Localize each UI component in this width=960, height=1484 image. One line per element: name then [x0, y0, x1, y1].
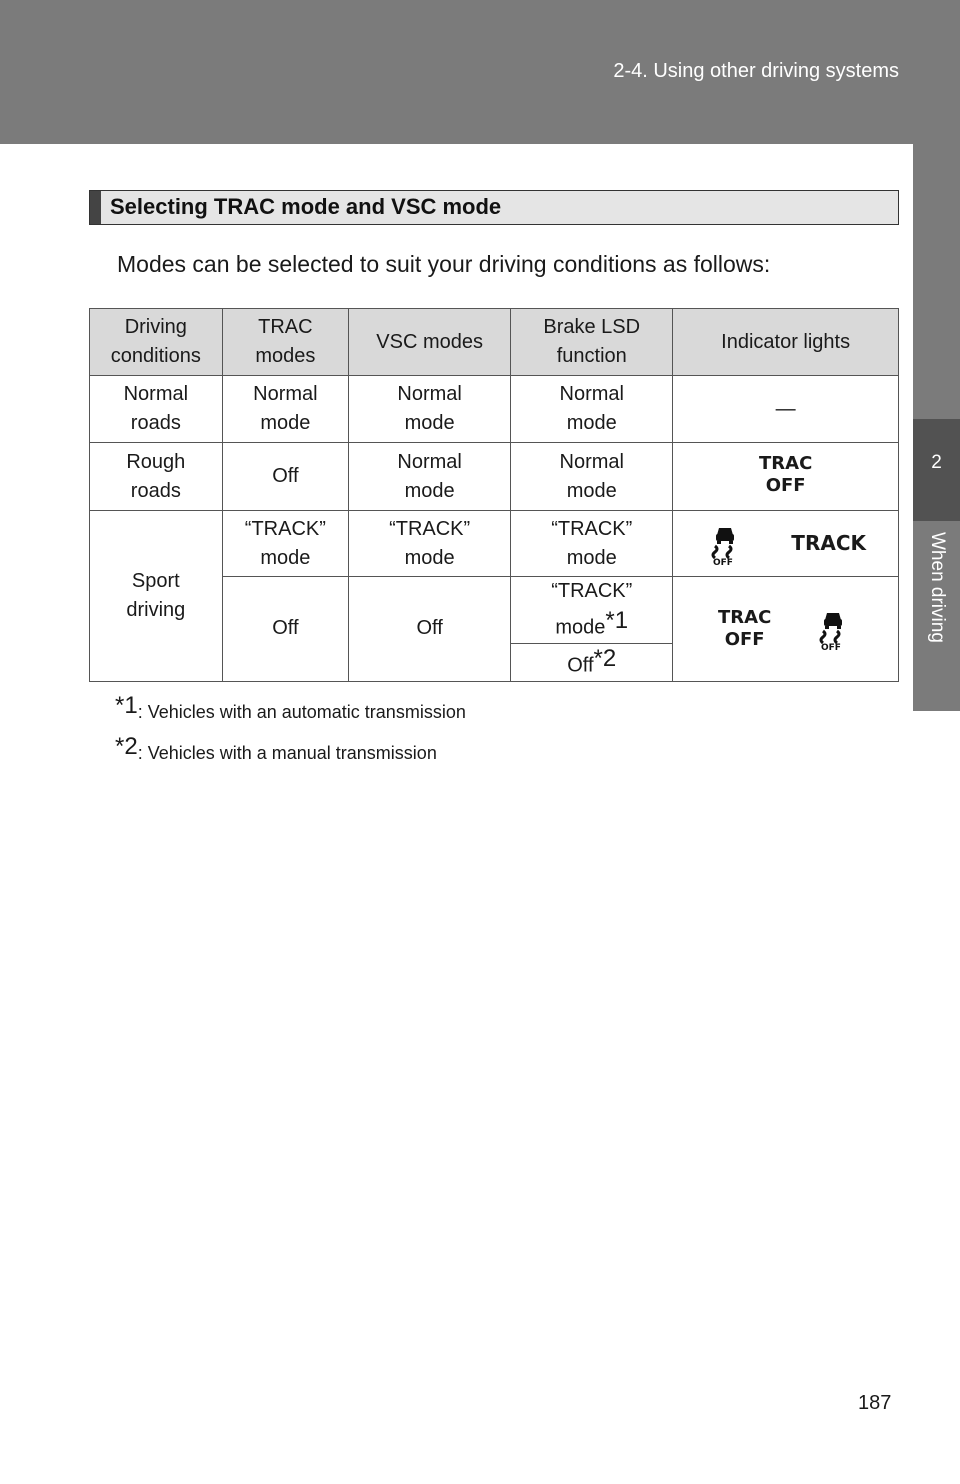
- footnote-text: : Vehicles with a manual transmission: [137, 743, 437, 763]
- vsc-cell: Off: [348, 576, 512, 682]
- section-heading-bar: Selecting TRAC mode and VSC mode: [89, 190, 899, 225]
- condition-cell: Rough roads: [89, 442, 223, 511]
- lsd-cell: Normal mode: [510, 375, 674, 443]
- trac-off-line1: TRAC: [759, 453, 813, 474]
- vsc-cell: “TRACK” mode: [348, 510, 512, 577]
- header-cell: TRAC modes: [221, 308, 350, 376]
- lsd-cell: Normal mode: [510, 442, 674, 511]
- trac-off-line2: OFF: [765, 475, 806, 496]
- chapter-number: 2: [931, 452, 942, 473]
- footnote-ref-2: *2: [593, 644, 617, 672]
- trac-off-indicator: TRAC OFF: [759, 453, 812, 497]
- lsd-cell: “TRACK” mode: [510, 510, 674, 577]
- vsc-cell: Normal mode: [348, 442, 512, 511]
- heading-marker: [90, 191, 101, 224]
- page-number: 187: [858, 1392, 892, 1414]
- chapter-label: When driving: [927, 532, 948, 643]
- chapter-tab: [913, 419, 960, 521]
- table-row: Off*2: [90, 642, 899, 682]
- lsd-cell: Off*2: [510, 642, 674, 682]
- trac-cell: “TRACK” mode: [221, 510, 350, 577]
- trac-off-indicator: TRAC OFF: [718, 607, 771, 651]
- table-header-row: Driving conditions TRAC modes VSC modes …: [89, 308, 899, 376]
- intro-text: Modes can be selected to suit your drivi…: [117, 251, 771, 277]
- trac-cell: Off: [221, 576, 350, 682]
- footnote: *1: Vehicles with an automatic transmiss…: [115, 692, 466, 723]
- table-row: Sport driving “TRACK” mode “TRACK” mode …: [89, 510, 899, 682]
- vsc-off-icon-label: OFF: [821, 643, 841, 651]
- footnote-ref-1: *1: [605, 607, 629, 634]
- table-row: Rough roads Off Normal mode Normal mode …: [89, 442, 899, 511]
- modes-table: Driving conditions TRAC modes VSC modes …: [89, 308, 899, 682]
- footnote: *2: Vehicles with a manual transmission: [115, 733, 437, 764]
- header-cell: Brake LSD function: [510, 308, 674, 376]
- indicator-cell: OFF TRACK: [672, 510, 899, 577]
- indicator-cell: TRAC OFF: [672, 442, 899, 511]
- vsc-off-icon: OFF: [819, 612, 843, 651]
- track-indicator: TRACK: [791, 531, 866, 555]
- vsc-off-icon-label: OFF: [713, 558, 733, 566]
- header-cell: VSC modes: [348, 308, 512, 376]
- section-title: Selecting TRAC mode and VSC mode: [110, 194, 502, 219]
- footnote-mark: *1: [115, 692, 138, 719]
- vsc-cell: Normal mode: [348, 375, 512, 443]
- section-breadcrumb: 2-4. Using other driving systems: [613, 60, 899, 82]
- trac-cell: Normal mode: [221, 375, 350, 443]
- vsc-off-icon: OFF: [711, 527, 735, 566]
- lsd-track-mode: “TRACK” mode: [551, 580, 633, 639]
- condition-cell: Normal roads: [89, 375, 223, 443]
- lsd-off: Off: [567, 654, 594, 677]
- trac-off-line1: TRAC: [718, 606, 772, 628]
- footnote-text: : Vehicles with an automatic transmissio…: [137, 702, 466, 722]
- footnote-mark: *2: [115, 733, 138, 760]
- indicator-cell: —: [672, 375, 899, 443]
- trac-off-line2: OFF: [724, 628, 765, 650]
- table-row: Normal roads Normal mode Normal mode Nor…: [89, 375, 899, 443]
- lsd-cell: “TRACK” mode*1: [510, 576, 674, 644]
- side-tab-strip: [913, 144, 960, 419]
- side-tab-strip-lower: [913, 521, 960, 711]
- indicator-cell: TRAC OFF OFF: [672, 576, 899, 682]
- table-row: Off Off “TRACK” mode*1 TRAC OFF OFF: [90, 576, 899, 682]
- header-cell: Indicator lights: [672, 308, 899, 376]
- condition-cell: Sport driving: [89, 510, 223, 682]
- header-band: [0, 0, 960, 144]
- header-cell: Driving conditions: [89, 308, 223, 376]
- trac-cell: Off: [221, 442, 350, 511]
